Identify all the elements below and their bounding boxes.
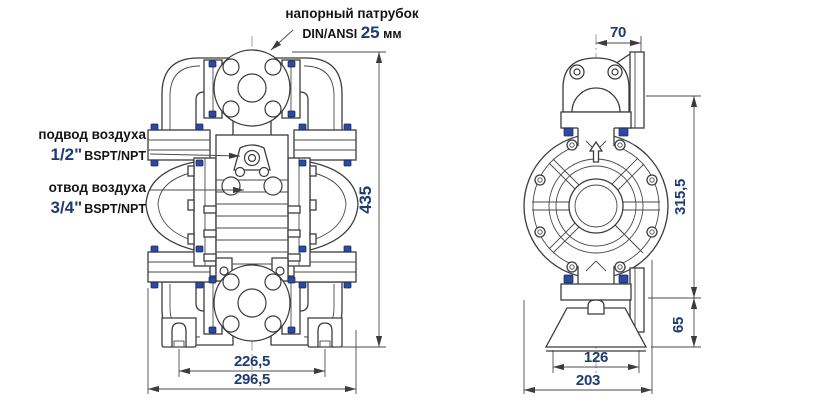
clamp-bolts-front bbox=[150, 60, 352, 334]
air-inlet-label: подвод воздуха bbox=[38, 127, 146, 142]
air-outlet-label: отвод воздуха bbox=[49, 180, 147, 195]
discharge-port-label: напорный патрубок bbox=[285, 6, 418, 21]
air-chamber-right bbox=[287, 157, 359, 267]
dim-side-flange-offset: 70 bbox=[596, 24, 642, 52]
clamp-bands-front bbox=[147, 129, 357, 283]
dim-front-overall-height: 435 bbox=[292, 51, 386, 348]
rim-bolts bbox=[534, 139, 658, 273]
dim-side-overall-depth: 203 bbox=[523, 260, 653, 394]
foot-front-left bbox=[161, 317, 197, 348]
dim-value-65: 65 bbox=[670, 317, 687, 333]
dim-value-203: 203 bbox=[576, 372, 600, 389]
side-view bbox=[523, 34, 669, 376]
air-outlet-size: 3/4" bbox=[50, 198, 82, 217]
top-housing-side bbox=[560, 57, 632, 129]
air-outlet-spec: 3/4"BSPT/NPT bbox=[50, 198, 146, 217]
dim-value-296-5: 296,5 bbox=[234, 371, 270, 388]
muffler-body bbox=[203, 134, 301, 282]
side-foot bbox=[544, 283, 648, 352]
air-inlet-spec: 1/2"BSPT/NPT bbox=[50, 145, 146, 164]
label-air-outlet: отвод воздуха 3/4"BSPT/NPT bbox=[49, 180, 244, 217]
dim-side-foot-width: 126 bbox=[552, 349, 640, 373]
manifold-port-left bbox=[221, 176, 241, 196]
dim-side-foot-height: 65 bbox=[651, 298, 701, 348]
dim-value-226-5: 226,5 bbox=[234, 353, 270, 370]
discharge-flange-front bbox=[213, 49, 291, 127]
dim-side-port-span: 315,5 bbox=[646, 95, 701, 299]
label-discharge-port: напорный патрубок DIN/ANSI 25 мм bbox=[270, 6, 419, 51]
side-body-circle bbox=[523, 124, 669, 286]
discharge-flange-side bbox=[611, 51, 645, 129]
dim-value-70: 70 bbox=[610, 24, 626, 41]
discharge-port-spec: DIN/ANSI 25 мм bbox=[302, 23, 401, 42]
dim-value-126: 126 bbox=[584, 349, 608, 366]
dim-value-435: 435 bbox=[356, 186, 375, 213]
front-view bbox=[145, 36, 359, 380]
flow-arrow-icon bbox=[588, 140, 604, 163]
discharge-size: 25 bbox=[361, 23, 380, 42]
dim-front-overall-width: 296,5 bbox=[147, 288, 357, 394]
discharge-unit: мм bbox=[380, 27, 402, 41]
air-chamber-left bbox=[145, 157, 217, 267]
air-outlet-thread: BSPT/NPT bbox=[84, 202, 146, 216]
label-air-inlet: подвод воздуха 1/2"BSPT/NPT bbox=[38, 127, 241, 164]
air-inlet-thread: BSPT/NPT bbox=[84, 149, 146, 163]
dim-value-315-5: 315,5 bbox=[672, 179, 689, 215]
discharge-std: DIN/ANSI bbox=[302, 27, 360, 41]
manifold-port-right bbox=[263, 176, 283, 196]
foot-front-right bbox=[307, 317, 343, 348]
dim-front-feet-centers: 226,5 bbox=[178, 349, 326, 377]
clamp-bolts-side bbox=[563, 127, 629, 284]
air-inlet-size: 1/2" bbox=[50, 145, 82, 164]
suction-flange-front bbox=[213, 264, 291, 342]
